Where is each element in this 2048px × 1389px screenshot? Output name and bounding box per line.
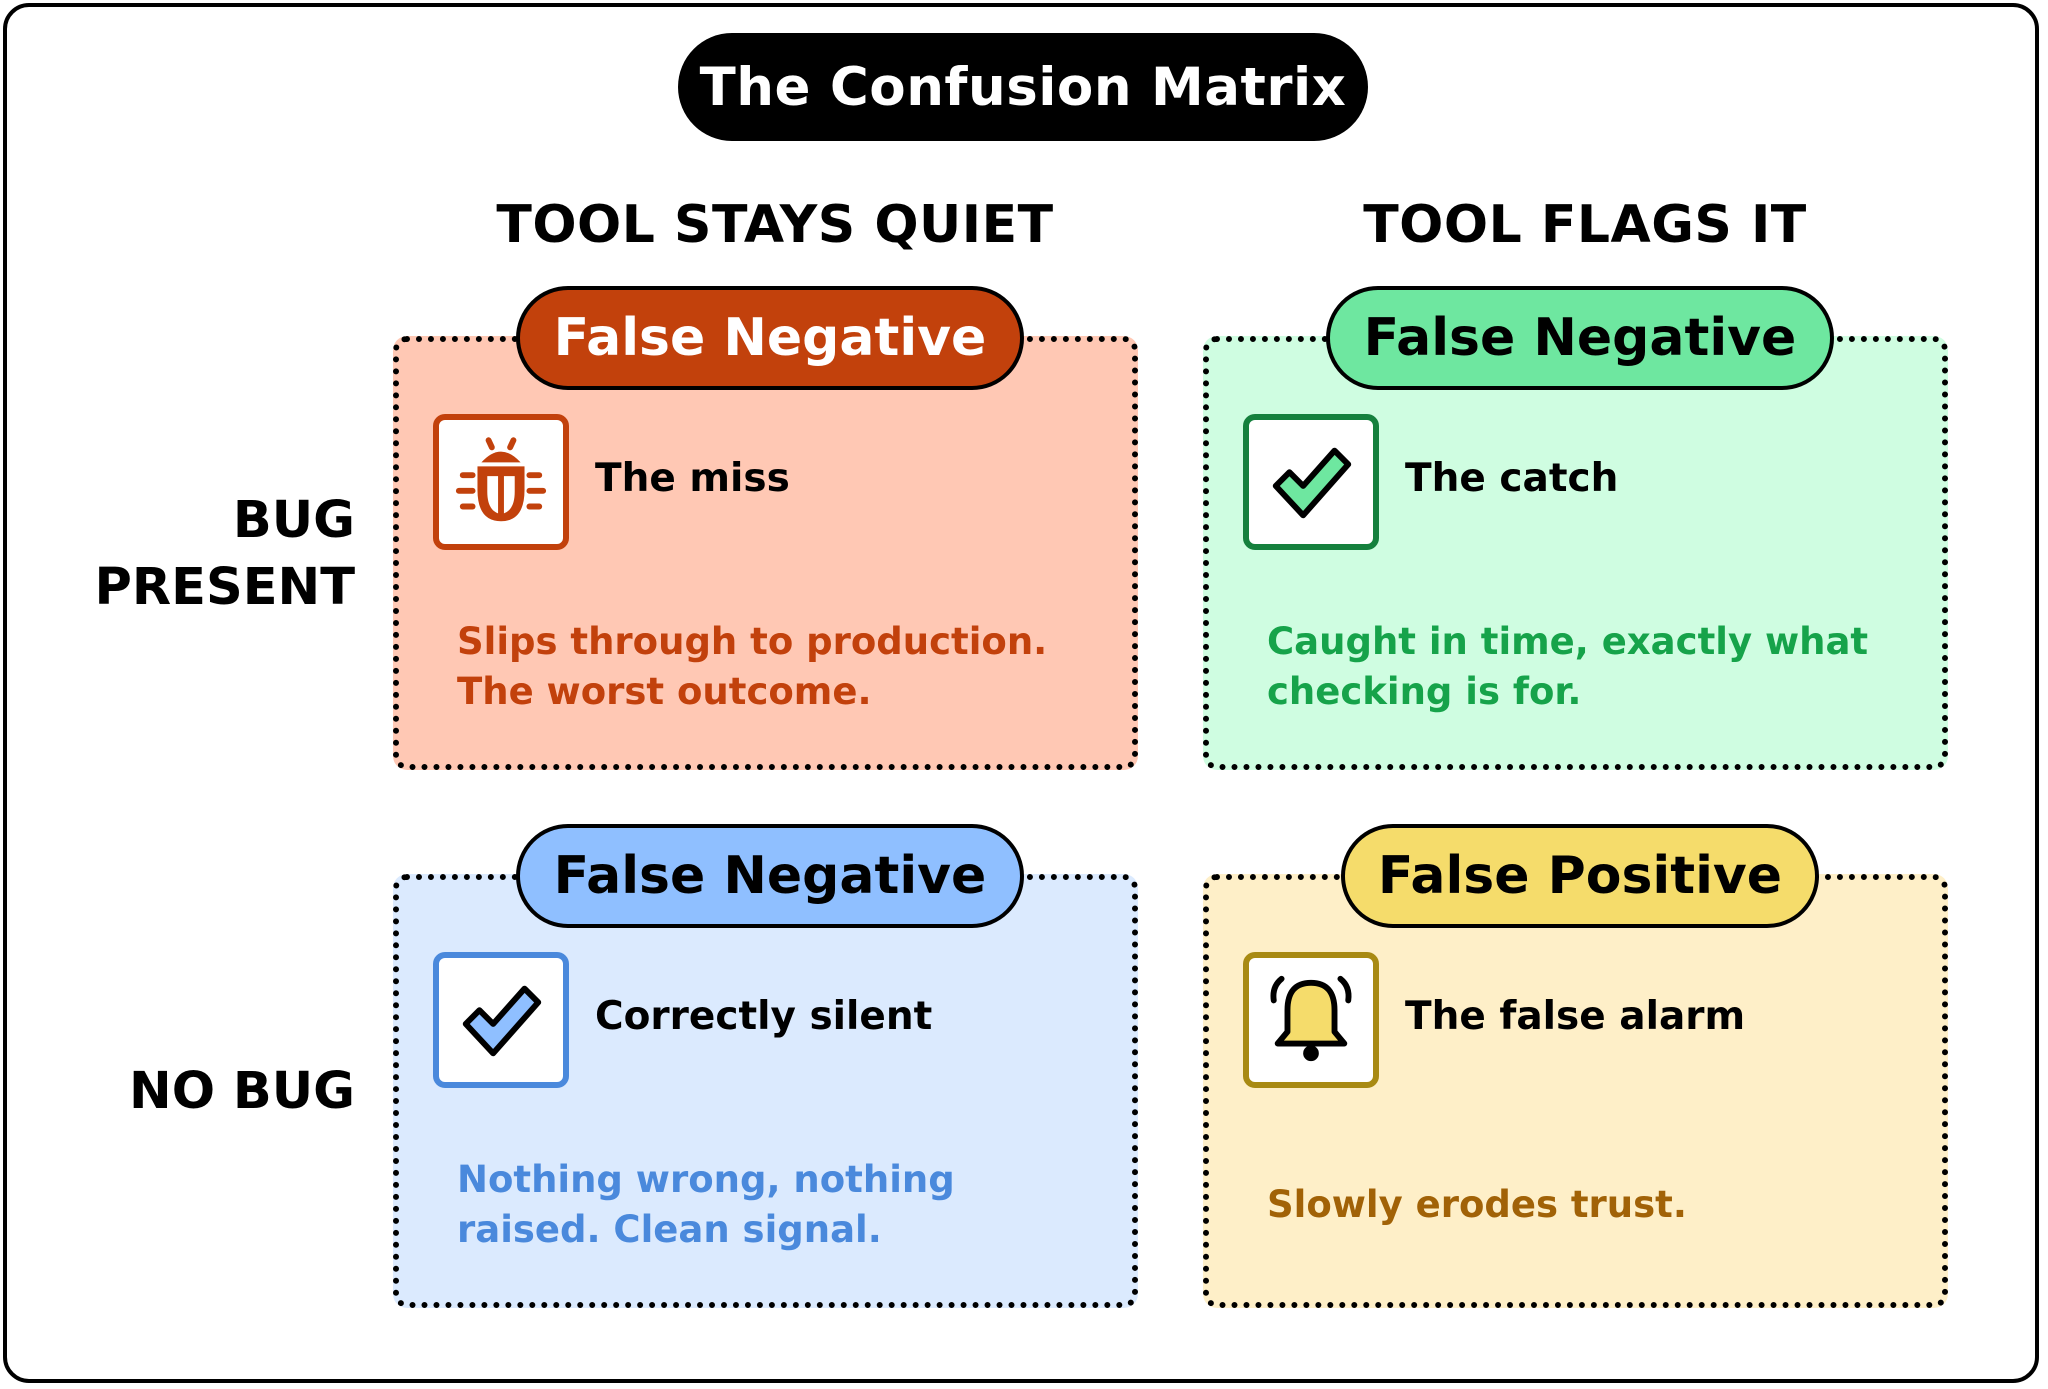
cell-description-line: Nothing wrong, nothing xyxy=(457,1158,955,1201)
cell-no-bug-tool-flags: False Positive The false alarm Slowly er… xyxy=(1203,824,1948,1308)
bug-icon xyxy=(455,437,547,522)
cell-description: Caught in time, exactly what checking is… xyxy=(1267,617,1887,717)
row-header-bug-present: BUG PRESENT xyxy=(94,487,355,621)
icon-box xyxy=(433,414,569,550)
cell-description-line: raised. Clean signal. xyxy=(457,1208,882,1251)
cell-label: The catch xyxy=(1405,456,1619,501)
row-header-line: PRESENT xyxy=(94,558,355,617)
cell-description-line: Slowly erodes trust. xyxy=(1267,1183,1687,1226)
cell-description-line: Slips through to production. xyxy=(457,620,1048,663)
cell-badge: False Negative xyxy=(516,824,1024,928)
cell-description-line: The worst outcome. xyxy=(457,670,872,713)
cell-badge: False Negative xyxy=(516,286,1024,390)
row-header-line: NO BUG xyxy=(129,1062,355,1121)
cell-bug-present-tool-flags: False Negative The catch Caught in time,… xyxy=(1203,286,1948,770)
cell-description: Nothing wrong, nothing raised. Clean sig… xyxy=(457,1155,1077,1255)
cell-label: Correctly silent xyxy=(595,994,933,1039)
bell-icon xyxy=(1270,975,1352,1062)
cell-description: Slowly erodes trust. xyxy=(1267,1180,1887,1230)
column-header-tool-flags-it: TOOL FLAGS IT xyxy=(1363,195,1807,255)
cell-no-bug-tool-quiet: False Negative Correctly silent Nothing … xyxy=(393,824,1138,1308)
cell-description: Slips through to production. The worst o… xyxy=(457,617,1077,717)
cell-bug-present-tool-quiet: False Negative The miss Slips through to… xyxy=(393,286,1138,770)
row-header-no-bug: NO BUG xyxy=(129,1058,355,1125)
icon-box xyxy=(433,952,569,1088)
diagram-title: The Confusion Matrix xyxy=(678,33,1368,141)
cell-label: The false alarm xyxy=(1405,994,1746,1039)
cell-label: The miss xyxy=(595,456,790,501)
cell-description-line: checking is for. xyxy=(1267,670,1582,713)
cell-badge: False Negative xyxy=(1326,286,1834,390)
row-header-line: BUG xyxy=(232,491,355,550)
checkmark-icon xyxy=(1272,447,1352,519)
checkmark-icon xyxy=(462,985,542,1057)
cell-description-line: Caught in time, exactly what xyxy=(1267,620,1869,663)
cell-badge: False Positive xyxy=(1341,824,1819,928)
diagram-frame xyxy=(3,3,2039,1383)
column-header-tool-stays-quiet: TOOL STAYS QUIET xyxy=(496,195,1054,255)
icon-box xyxy=(1243,952,1379,1088)
icon-box xyxy=(1243,414,1379,550)
